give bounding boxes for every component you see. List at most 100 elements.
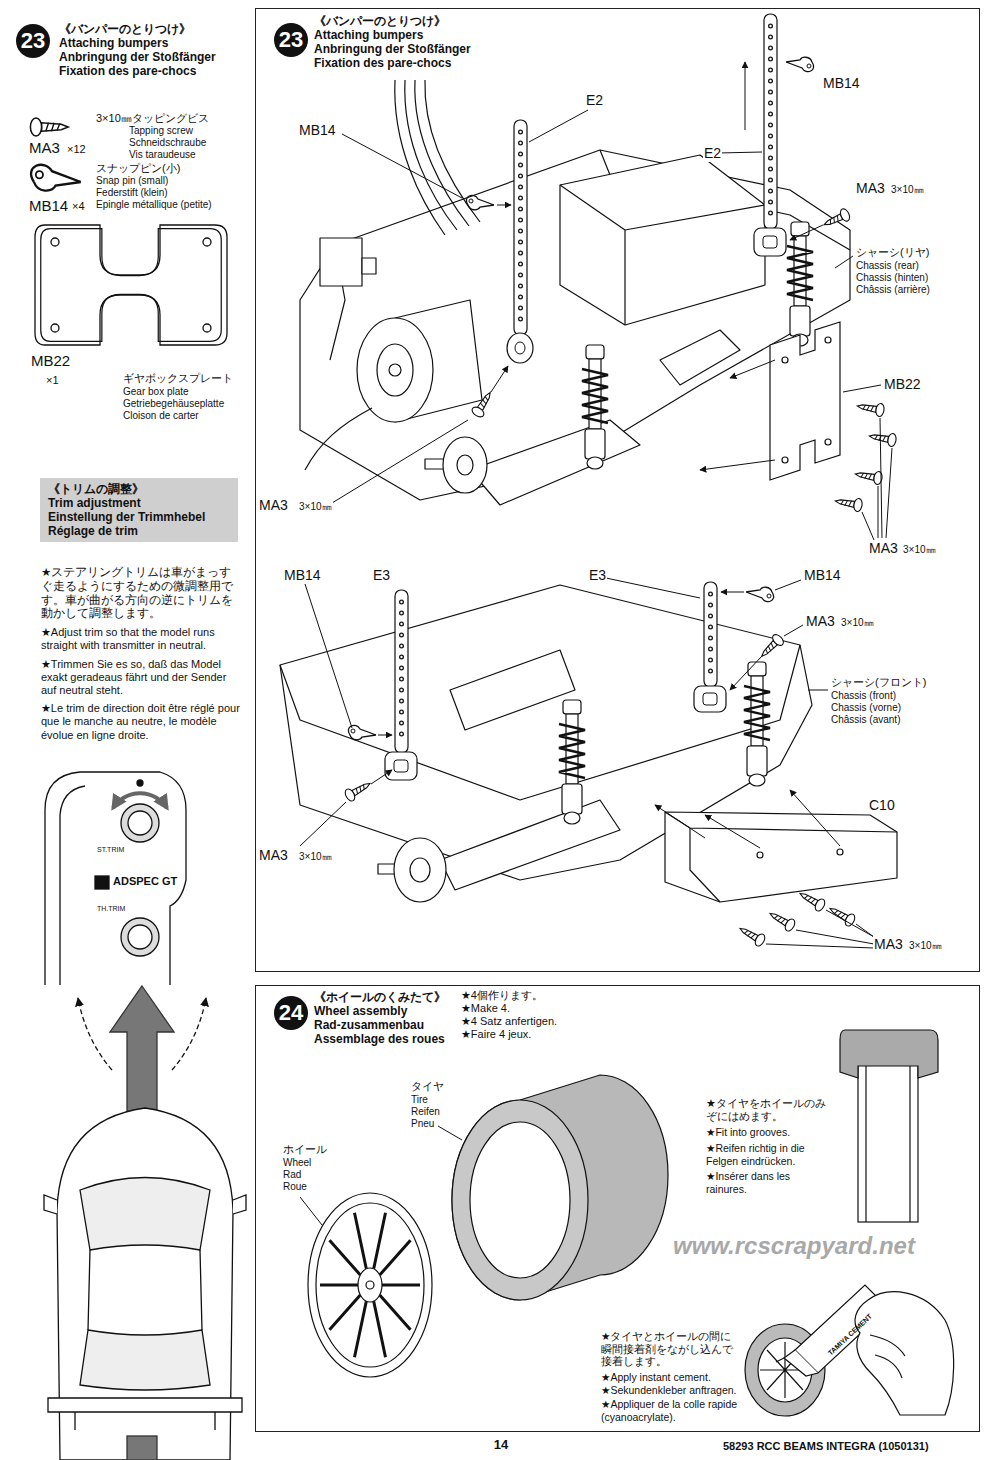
note: ★Insérer dans les rainures.: [705, 1170, 827, 1195]
part-code: MA3: [258, 497, 289, 514]
shock-absorber: [559, 700, 585, 824]
note: ★タイヤとホイールの間に瞬間接着剤をながし込んで接着します。: [600, 1330, 742, 1368]
part-code: MA3: [28, 139, 61, 157]
part-description: Wheel: [282, 1157, 312, 1169]
text-group: 23: [21, 30, 45, 52]
part-code: MA3: [873, 936, 904, 953]
part-description: シャーシ(リヤ): [855, 246, 930, 259]
section-header: 《トリムの調整》Trim adjustmentEinstellung der T…: [40, 478, 238, 542]
note: ★Faire 4 jeux.: [460, 1028, 532, 1041]
step-heading: Rad-zusammenbau: [314, 1018, 446, 1032]
note: ★タイヤをホイールのみぞにはめます。: [705, 1097, 827, 1123]
step-heading: Fixation des pare-chocs: [58, 64, 197, 78]
brand-logo: ADSPEC GT: [112, 875, 178, 888]
part-description: Reifen: [410, 1106, 441, 1118]
note: ★Le trim de direction doit être réglé po…: [40, 702, 242, 742]
note: ★Sekundenkleber anftragen.: [600, 1384, 742, 1397]
quantity: ×1: [45, 374, 60, 387]
text-group: 《ホイールのくみたて》Wheel assemblyRad-zusammenbau…: [314, 990, 446, 1046]
section-heading: Einstellung der Trimmhebel: [48, 510, 230, 524]
tire-section: [840, 1030, 938, 1222]
part-code: MA3: [868, 540, 899, 557]
control-label: TH.TRIM: [96, 905, 126, 913]
part-description: シャーシ(フロント): [830, 676, 927, 689]
note: ★ステアリングトリムは車がまっすぐ走るようにするための微調整用です。車が曲がる方…: [40, 566, 242, 621]
step-heading: Wheel assembly: [314, 1004, 446, 1018]
part-code: MA3: [805, 613, 836, 630]
quantity: ×4: [71, 200, 86, 213]
shock-absorber: [744, 662, 770, 786]
glue-application: [745, 1285, 954, 1416]
part-code: MB14: [283, 567, 322, 584]
part-code: E3: [588, 567, 607, 584]
text-group: 23: [279, 29, 303, 51]
step-heading: 《バンパーのとりつけ》: [314, 14, 471, 28]
section-heading: Réglage de trim: [48, 524, 230, 538]
step-heading: 《ホイールのくみたて》: [314, 990, 446, 1004]
part-description: Chassis (front): [830, 690, 897, 702]
tire: [452, 1075, 668, 1300]
part-description: Rad: [282, 1169, 302, 1181]
part-description: 3×10㎜: [298, 501, 333, 513]
part-description: Vis taraudeuse: [128, 149, 197, 161]
part-description: 3×10㎜: [298, 851, 333, 863]
step-heading: Attaching bumpers: [314, 28, 471, 42]
step-number-badge: 23: [16, 24, 50, 58]
part-description: 3×10㎜: [908, 940, 943, 952]
part-description: Tire: [410, 1094, 429, 1106]
part-code: MA3: [258, 847, 289, 864]
note: ★Apply instant cement.: [600, 1371, 742, 1384]
part-description: スナップピン(小): [95, 162, 181, 175]
step-heading: 《バンパーのとりつけ》: [58, 22, 192, 36]
part-code: MB14: [28, 197, 69, 215]
part-description: Roue: [282, 1181, 308, 1193]
bumper-post: [385, 582, 726, 780]
part-code: MB14: [298, 122, 337, 139]
step-number-badge: 24: [274, 996, 308, 1030]
part-code: E3: [372, 567, 391, 584]
fasteners: [343, 587, 856, 947]
shock-absorber: [582, 345, 608, 469]
shock-absorber: [787, 222, 813, 346]
front-bumper: [665, 812, 897, 902]
gearbox-plate: [770, 322, 840, 480]
leader-lines: [300, 578, 878, 948]
step-panel: 23 《バンパーのとりつけ》Attaching bumpersAnbringung…: [255, 8, 980, 972]
note: ★Reifen richtig in die Felgen eindrücken…: [705, 1142, 827, 1167]
step-heading: Anbringung der Stoßfänger: [314, 42, 471, 56]
watermark: www.rcscrapyard.net: [672, 1232, 916, 1261]
part-code: MB14: [803, 567, 842, 584]
text-group: 24: [279, 1002, 303, 1024]
part-description: Châssis (avant): [830, 714, 901, 726]
note: ★Trimmen Sie es so, daß das Model exakt …: [40, 658, 242, 698]
part-description: 3×10㎜: [902, 544, 937, 556]
part-description: タイヤ: [410, 1080, 445, 1093]
step-number: 23: [279, 29, 303, 51]
part-code: MA3: [855, 180, 886, 197]
part-code: E2: [585, 92, 604, 109]
step-number-badge: 23: [274, 23, 308, 57]
part-description: Getriebegehäuseplatte: [122, 398, 225, 410]
part-description: Snap pin (small): [95, 175, 169, 187]
part-description: Gear box plate: [122, 386, 190, 398]
text-group: 《トリムの調整》Trim adjustmentEinstellung der T…: [48, 482, 230, 538]
part-description: Chassis (vorne): [830, 702, 902, 714]
part-description: 3×10㎜タッピングビス: [95, 112, 210, 125]
part-description: ギヤボックスプレート: [122, 372, 234, 385]
text-group: 《バンパーのとりつけ》Attaching bumpersAnbringung d…: [314, 14, 471, 70]
snap-pin-icon: [31, 165, 81, 191]
step-number: 24: [279, 1002, 303, 1024]
part-code: MB22: [883, 376, 922, 393]
part-description: Chassis (hinten): [855, 272, 929, 284]
part-description: Pneu: [410, 1118, 435, 1130]
part-code: C10: [868, 797, 896, 814]
part-description: 3×10㎜: [840, 617, 875, 629]
part-description: Châssis (arrière): [855, 284, 931, 296]
step-heading: Anbringung der Stoßfänger: [58, 50, 217, 64]
part-description: Federstift (klein): [95, 187, 169, 199]
leader-lines: [300, 1126, 462, 1225]
section-heading: 《トリムの調整》: [48, 482, 230, 496]
screw-icon: [30, 118, 68, 136]
quantity: ×12: [66, 143, 87, 156]
step-heading: Assemblage des roues: [314, 1032, 446, 1046]
